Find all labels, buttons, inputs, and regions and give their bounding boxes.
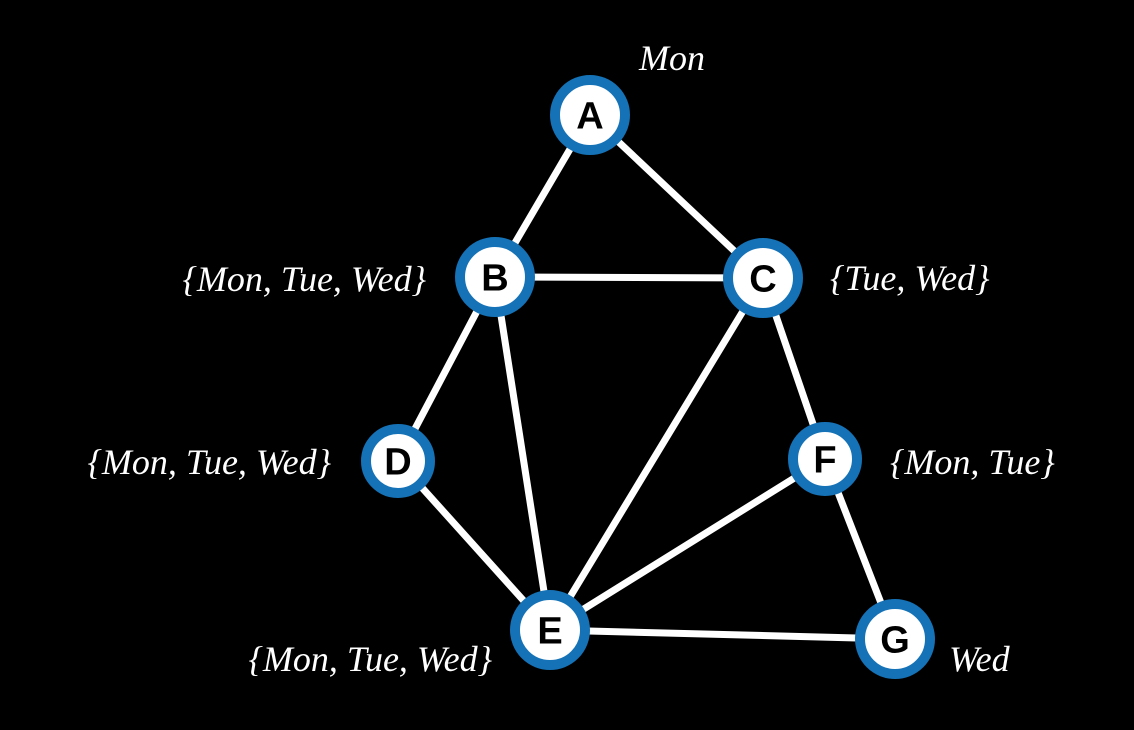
edge-B-E: [491, 273, 554, 634]
node-circle-E: [510, 590, 590, 670]
node-letter-D: D: [384, 442, 411, 484]
edge-C-E: [546, 274, 767, 634]
edge-E-F: [546, 455, 829, 634]
edges-layer: [394, 111, 899, 643]
node-domain-label-G: Wed: [949, 639, 1011, 679]
node-circle-D: [361, 424, 435, 498]
nodes-layer: A B C D E F G: [361, 75, 935, 679]
node-domain-label-D: {Mon, Tue, Wed}: [88, 442, 332, 482]
node-letter-B: B: [481, 258, 508, 300]
node-D: D: [361, 424, 435, 498]
node-A: A: [550, 75, 630, 155]
node-letter-C: C: [749, 259, 776, 301]
node-domain-label-F: {Mon, Tue}: [890, 442, 1055, 482]
node-letter-G: G: [880, 620, 910, 662]
node-domain-label-E: {Mon, Tue, Wed}: [249, 639, 493, 679]
node-C: C: [723, 238, 803, 318]
node-domain-label-C: {Tue, Wed}: [830, 258, 990, 298]
node-letter-A: A: [576, 96, 603, 138]
node-circle-A: [550, 75, 630, 155]
labels-layer: Mon {Mon, Tue, Wed} {Tue, Wed} {Mon, Tue, W…: [88, 38, 1056, 679]
edge-B-C: [491, 273, 767, 282]
edge-E-G: [546, 626, 899, 643]
node-circle-F: [788, 422, 862, 496]
node-letter-F: F: [813, 440, 836, 482]
node-letter-E: E: [537, 611, 562, 653]
node-domain-label-A: Mon: [638, 38, 705, 78]
node-circle-G: [855, 599, 935, 679]
node-circle-B: [455, 237, 535, 317]
node-F: F: [788, 422, 862, 496]
node-B: B: [455, 237, 535, 317]
node-E: E: [510, 590, 590, 670]
node-G: G: [855, 599, 935, 679]
node-circle-C: [723, 238, 803, 318]
node-domain-label-B: {Mon, Tue, Wed}: [183, 259, 427, 299]
